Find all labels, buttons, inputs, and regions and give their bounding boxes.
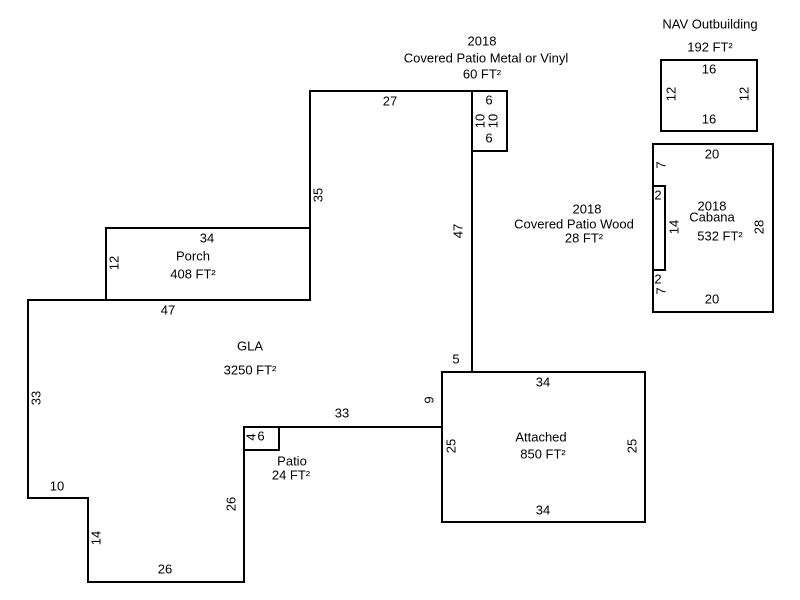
dim: 10: [485, 114, 500, 128]
nav-outbuilding-name: NAV Outbuilding: [662, 16, 757, 31]
dim: 47: [450, 224, 465, 238]
dim: 16: [702, 61, 716, 76]
dim: 9: [421, 396, 436, 403]
patio-outline: [243, 426, 280, 451]
covered-patio-wood-name: Covered Patio Wood: [514, 216, 634, 231]
dim: 25: [624, 439, 639, 453]
gla-area: 3250 FT²: [224, 362, 277, 377]
patio-name: Patio: [277, 453, 307, 468]
patio-labels: Patio 24 FT² 4 6: [243, 428, 310, 482]
dim: 26: [158, 561, 172, 576]
dim: 20: [705, 291, 719, 306]
dim: 26: [223, 497, 238, 511]
dim: 6: [485, 130, 492, 145]
dim: 14: [88, 531, 103, 545]
dim: 10: [472, 114, 487, 128]
dim: 14: [666, 220, 681, 234]
dim: 7: [653, 287, 668, 294]
porch-outline: [105, 227, 311, 301]
dim: 12: [663, 87, 678, 101]
gla-outline: [27, 90, 473, 583]
covered-patio-wood-labels: 2018 Covered Patio Wood 28 FT² 2 14 2: [514, 187, 681, 286]
dim: 20: [705, 146, 719, 161]
cabana-name: Cabana: [689, 209, 735, 224]
dim: 34: [200, 230, 214, 245]
dim: 16: [702, 111, 716, 126]
covered-patio-metal-area: 60 FT²: [463, 66, 502, 81]
dim: 28: [751, 220, 766, 234]
attached-area: 850 FT²: [520, 446, 566, 461]
nav-outbuilding-outline: [660, 59, 758, 132]
dim: 33: [28, 391, 43, 405]
attached-labels: Attached 850 FT² 34 25 25 34: [443, 374, 639, 517]
dim: 6: [485, 92, 492, 107]
nav-outbuilding-area: 192 FT²: [687, 39, 733, 54]
dim: 33: [335, 405, 349, 420]
covered-patio-metal-year: 2018: [468, 33, 497, 48]
nav-outbuilding-labels: NAV Outbuilding 192 FT² 16 12 12 16: [662, 16, 757, 126]
dim: 5: [452, 351, 459, 366]
cabana-labels: 2018 Cabana 532 FT² 20 7 28 7 20: [653, 146, 766, 306]
dim: 34: [536, 502, 550, 517]
covered-patio-metal-name: Covered Patio Metal or Vinyl: [404, 50, 569, 65]
cabana-area: 532 FT²: [697, 228, 743, 243]
dim: 12: [736, 87, 751, 101]
covered-patio-wood-outline: [652, 185, 666, 271]
porch-area: 408 FT²: [170, 266, 216, 281]
dim: 12: [106, 256, 121, 270]
gla-name: GLA: [237, 338, 263, 353]
dim: 25: [443, 439, 458, 453]
dim: 35: [310, 188, 325, 202]
covered-patio-wood-area: 28 FT²: [565, 230, 604, 245]
dim: 10: [50, 478, 64, 493]
attached-garage-outline: [441, 371, 646, 523]
dim: 2: [654, 271, 661, 286]
covered-patio-wood-year: 2018: [573, 201, 602, 216]
dim: 27: [383, 93, 397, 108]
dim: 6: [257, 428, 264, 443]
dim: 47: [161, 302, 175, 317]
attached-name: Attached: [515, 429, 566, 444]
porch-name: Porch: [176, 248, 210, 263]
porch-labels: Porch 408 FT² 34 12: [106, 230, 216, 281]
dim: 4: [243, 433, 258, 440]
dim: 7: [653, 161, 668, 168]
gla-labels: GLA 3250 FT² 27 35 47 5 9 33 26 26 14 10…: [28, 93, 465, 576]
patio-area: 24 FT²: [272, 467, 311, 482]
dim: 2: [654, 187, 661, 202]
dim: 34: [536, 374, 550, 389]
covered-patio-metal-outline: [471, 90, 508, 152]
covered-patio-metal-labels: 2018 Covered Patio Metal or Vinyl 60 FT²…: [404, 33, 569, 145]
cabana-year: 2018: [698, 198, 727, 213]
